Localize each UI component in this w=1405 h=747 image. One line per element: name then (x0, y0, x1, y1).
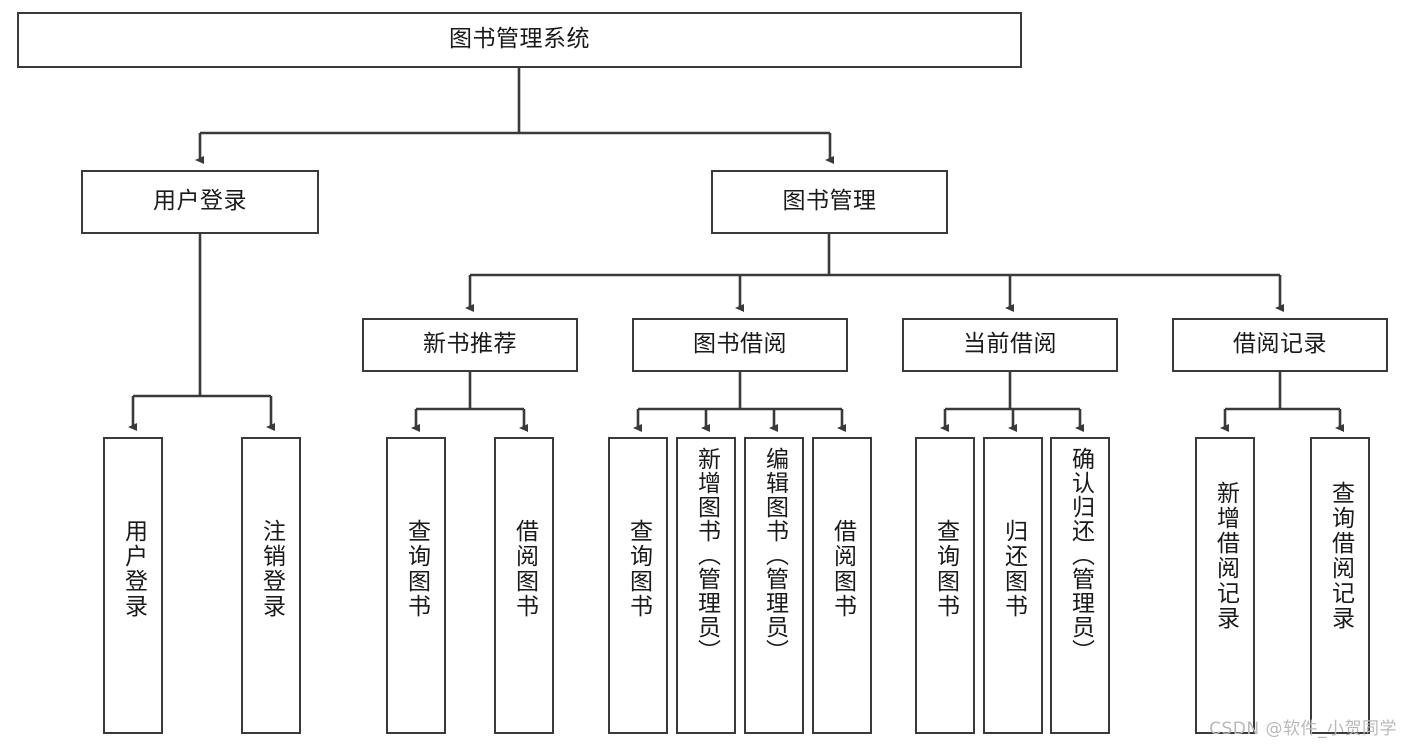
node-label: 确认归还（管理员） (1067, 447, 1094, 663)
leaf-logout[interactable]: 注销登录 (241, 437, 301, 734)
node-label: 查询图书 (403, 519, 430, 619)
node-root-book-management-system[interactable]: 图书管理系统 (17, 12, 1022, 68)
node-label: 查询借阅记录 (1327, 481, 1354, 631)
node-borrow-records[interactable]: 借阅记录 (1172, 318, 1388, 372)
csdn-watermark: CSDN @软件_小贺同学 (1209, 719, 1397, 739)
leaf-add-book-admin[interactable]: 新增图书（管理员） (676, 437, 736, 734)
node-book-management[interactable]: 图书管理 (711, 170, 948, 234)
node-label: 新书推荐 (423, 331, 517, 358)
leaf-borrow-book-recommend[interactable]: 借阅图书 (494, 437, 554, 734)
leaf-confirm-return-admin[interactable]: 确认归还（管理员） (1050, 437, 1110, 734)
node-label: 借阅图书 (829, 519, 856, 619)
node-label: 借阅图书 (511, 519, 538, 619)
node-label: 归还图书 (1000, 519, 1027, 619)
node-label: 编辑图书（管理员） (761, 447, 788, 663)
node-current-borrow[interactable]: 当前借阅 (902, 318, 1118, 372)
node-label: 借阅记录 (1233, 331, 1327, 358)
node-user-login[interactable]: 用户登录 (81, 170, 319, 234)
node-label: 图书管理 (782, 188, 877, 215)
leaf-query-book-recommend[interactable]: 查询图书 (386, 437, 446, 734)
node-label: 查询图书 (932, 519, 959, 619)
node-label: 新增图书（管理员） (693, 447, 720, 663)
leaf-borrow-book[interactable]: 借阅图书 (812, 437, 872, 734)
node-label: 图书借阅 (693, 331, 787, 358)
node-new-book-recommend[interactable]: 新书推荐 (362, 318, 578, 372)
leaf-query-book-borrow[interactable]: 查询图书 (608, 437, 668, 734)
node-label: 当前借阅 (963, 331, 1057, 358)
leaf-query-borrow-record[interactable]: 查询借阅记录 (1310, 437, 1370, 734)
leaf-add-borrow-record[interactable]: 新增借阅记录 (1195, 437, 1255, 734)
leaf-user-login[interactable]: 用户登录 (103, 437, 163, 734)
node-book-borrow[interactable]: 图书借阅 (632, 318, 848, 372)
node-label: 用户登录 (153, 188, 247, 215)
node-label: 图书管理系统 (449, 26, 590, 53)
leaf-return-book[interactable]: 归还图书 (983, 437, 1043, 734)
leaf-edit-book-admin[interactable]: 编辑图书（管理员） (744, 437, 804, 734)
leaf-query-book-current[interactable]: 查询图书 (915, 437, 975, 734)
node-label: 用户登录 (120, 519, 147, 619)
node-label: 注销登录 (258, 519, 285, 619)
node-label: 查询图书 (625, 519, 652, 619)
node-label: 新增借阅记录 (1212, 481, 1239, 631)
